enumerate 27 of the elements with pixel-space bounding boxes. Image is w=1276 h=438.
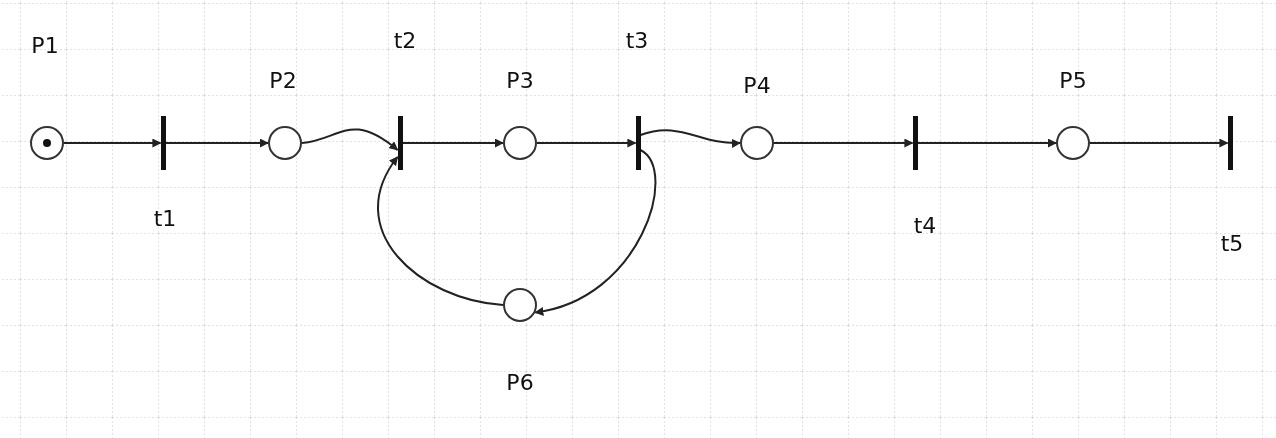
place-label: P2 [269, 67, 297, 93]
arc-arrow [773, 138, 914, 148]
arc-arrow [916, 138, 1057, 148]
arc-arrow [536, 138, 637, 148]
arc-arrow [377, 156, 504, 306]
arc-arrow [1089, 138, 1229, 148]
place-label: P1 [31, 32, 59, 58]
transition-label: t3 [625, 27, 649, 53]
place-label: P5 [1059, 67, 1087, 93]
transition-label: t2 [393, 27, 417, 53]
transition-label: t1 [153, 205, 177, 231]
place-label: P3 [506, 67, 534, 93]
arc-arrow [164, 138, 269, 148]
transition-bar [1227, 116, 1233, 170]
place-label: P6 [506, 369, 534, 395]
transition-label: t5 [1220, 230, 1244, 256]
arc-arrow [301, 128, 399, 151]
arc-arrow [63, 138, 162, 148]
place-label: P4 [743, 72, 771, 98]
arc-arrow [401, 138, 504, 148]
transition-bar [635, 116, 641, 170]
transition-bar [912, 116, 918, 170]
arc-arrow [534, 149, 657, 316]
transition-label: t4 [913, 212, 937, 238]
transition-bar [397, 116, 403, 170]
arc-arrow [639, 129, 741, 148]
transition-bar [160, 116, 166, 170]
